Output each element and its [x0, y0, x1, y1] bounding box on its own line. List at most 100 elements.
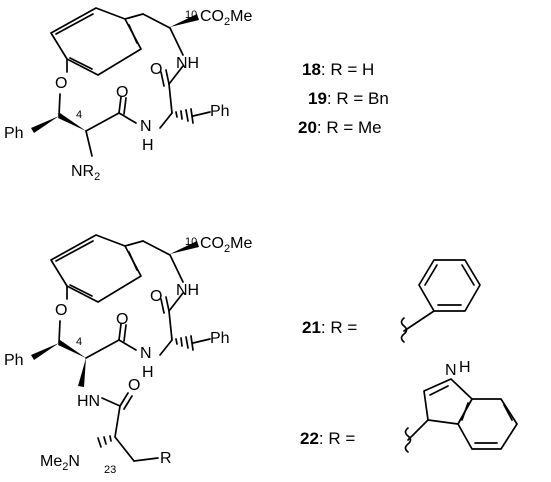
compound-19-label: 19: R = Bn [308, 89, 389, 108]
top-bond-co-ca [168, 83, 173, 114]
compound-22-indole-h-label: H [459, 359, 471, 376]
bottom-bond-c-o-4 [123, 324, 127, 342]
bottom-locant-23: 23 [104, 464, 116, 476]
top-locant-4: 4 [76, 109, 82, 121]
top-structure: 10 CO2Me NH O O O 4 N H Ph Ph NR2 [4, 7, 252, 183]
bottom-bond-c-o-6 [123, 395, 133, 410]
compound-22-benzo-double-3 [461, 402, 469, 421]
compound-21-group: 21: R = [302, 259, 481, 343]
compound-22-benzo-ring [457, 398, 518, 450]
top-bond-cb-o [58, 93, 61, 117]
top-ring-double-1 [128, 24, 138, 44]
bottom-ring-double-1 [128, 251, 138, 271]
top-bond-ca10-nh [169, 27, 184, 56]
bottom-bond-c23-ch2 [114, 436, 135, 462]
compound-22-pyrrole-double [429, 385, 449, 396]
bottom-wedge-c4-hn [78, 358, 86, 387]
compound-21-ring-double-3 [424, 264, 438, 286]
top-hash-ch2-ph [175, 108, 194, 124]
bottom-bond-nh-co [168, 292, 184, 312]
top-bond-ch2-ca10 [142, 13, 171, 29]
top-bond-ch2-ph [192, 111, 211, 117]
bottom-bond-ch2-ph [192, 338, 211, 344]
top-wedge-c4-cb [58, 113, 86, 131]
bottom-wedge-c4-cb [58, 340, 86, 358]
bottom-bond-c-o-3 [118, 323, 122, 341]
bottom-bond-hn-co [101, 397, 121, 407]
top-nh-mid-h-label: H [142, 137, 154, 154]
top-bond-c-o-3 [118, 96, 122, 114]
bottom-o-lower-label: O [128, 377, 140, 394]
top-ring-double-2 [69, 57, 93, 70]
bottom-bond-co-ca [168, 310, 173, 341]
bottom-o-ether-label: O [55, 302, 67, 319]
bottom-ring-double-2 [69, 284, 93, 297]
bottom-bond-cb-o [58, 320, 61, 344]
top-nh-right-label: NH [176, 55, 199, 72]
bottom-wedge-co2me [170, 241, 199, 254]
compound-21-label: 21: R = [302, 318, 357, 337]
top-ph-left-label: Ph [4, 125, 24, 142]
top-wedge-cb-ph [31, 116, 59, 133]
top-compound-list: 18: R = H 19: R = Bn 20: R = Me [298, 60, 389, 137]
top-nr2-label: NR2 [71, 163, 100, 183]
bottom-locant-4: 4 [76, 336, 82, 348]
bottom-bond-nh-co2 [118, 339, 137, 351]
bottom-hash-c23-n [97, 435, 112, 448]
bottom-bond-ch2-ca10 [142, 240, 171, 256]
top-co2me-label: CO2Me [200, 8, 252, 28]
bottom-ph-right-label: Ph [210, 330, 230, 347]
bottom-wedge-cb-ph [31, 343, 59, 360]
compound-22-group: 22: R = N H [300, 359, 518, 453]
bottom-nh-mid-h-label: H [142, 364, 154, 381]
compound-22-pyrrole-ring [423, 378, 473, 425]
bottom-ph-left-label: Ph [4, 352, 24, 369]
compound-21-bond-ch2-ph [403, 310, 435, 332]
top-ph-right-label: Ph [210, 103, 230, 120]
bottom-hash-ch2-ph [175, 335, 194, 351]
bottom-bond-ca10-nh [169, 254, 184, 283]
bottom-o-amide-label: O [116, 311, 128, 328]
compound-22-benzo-double-1 [503, 404, 513, 421]
top-o-carbonyl-label: O [150, 61, 162, 78]
top-bond-c-o-1 [165, 69, 170, 85]
top-o-ether-label: O [55, 75, 67, 92]
bottom-bond-c-o-1 [165, 296, 170, 312]
top-bond-ring-ch2 [124, 13, 144, 20]
bottom-hn-label: HN [77, 393, 100, 410]
top-o-amide-label: O [116, 84, 128, 101]
bottom-bond-c-o-5 [119, 392, 129, 407]
top-bond-ca-nh [159, 112, 173, 129]
bottom-nh-mid-n-label: N [140, 345, 152, 362]
top-bond-c-o-4 [123, 97, 127, 115]
bottom-locant-10: 10 [185, 236, 197, 248]
compound-22-wavy-bond-icon [404, 427, 412, 453]
bottom-bond-ring-ch2 [124, 240, 144, 247]
bottom-co2me-label: CO2Me [200, 235, 252, 255]
compound-20-label: 20: R = Me [298, 118, 382, 137]
top-bond-nh-co2 [118, 112, 137, 124]
bottom-bond-ch2-r [133, 457, 159, 462]
top-bond-co-c4 [85, 112, 120, 132]
bottom-ring-double-3 [55, 240, 94, 262]
bottom-r-label: R [160, 450, 172, 467]
top-bond-c4-n [85, 130, 93, 157]
compound-22-indole-n-label: N [445, 362, 457, 379]
compound-18-label: 18: R = H [302, 60, 374, 79]
compound-21-phenyl-ring [418, 259, 481, 312]
bottom-bond-c-o-2 [160, 298, 165, 314]
bottom-bond-co-c4 [85, 339, 120, 359]
compound-22-bond-ch2-c3 [407, 419, 429, 441]
top-bond-nh-co [168, 65, 184, 85]
top-wedge-co2me [170, 14, 199, 27]
bottom-o-carbonyl-label: O [150, 288, 162, 305]
bottom-structure: 10 CO2Me NH O O O 4 N H Ph Ph HN O Me2N … [4, 234, 252, 476]
bottom-nme2-label: Me2N [40, 453, 80, 473]
compound-22-label: 22: R = [300, 429, 355, 448]
top-locant-10: 10 [185, 9, 197, 21]
compound-21-ring-double-2 [461, 264, 475, 286]
top-bond-c-o-2 [160, 71, 165, 87]
top-ring-double-3 [55, 13, 94, 35]
bottom-bond-ca-nh [159, 339, 173, 356]
